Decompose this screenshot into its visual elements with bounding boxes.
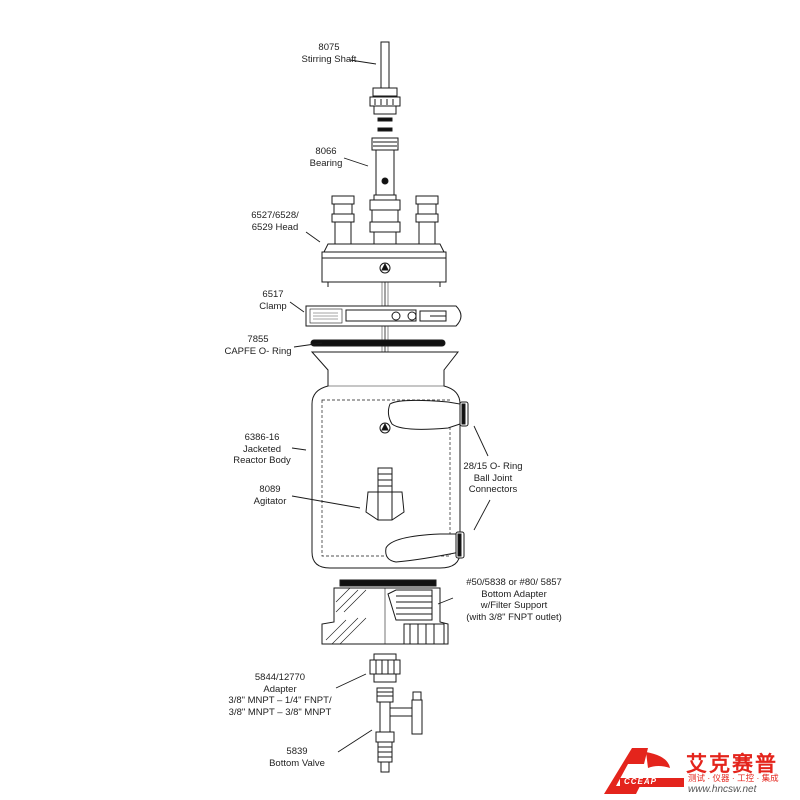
- brand-watermark: CCEAP 艾克赛普 测试 · 仪器 · 工控 · 集成 www.hncsw.n…: [598, 742, 798, 798]
- label-head: 6527/6528/6529 Head: [251, 210, 299, 233]
- brand-tagline: 测试 · 仪器 · 工控 · 集成: [688, 773, 779, 783]
- head-port-left: [331, 195, 355, 245]
- bearing: [371, 137, 399, 202]
- brand-name: 艾克赛普: [686, 752, 778, 776]
- shaft-oring-1: [377, 117, 393, 122]
- bottom-valve: [375, 687, 423, 773]
- stirring-shaft: [380, 41, 390, 91]
- clamp: [305, 305, 462, 327]
- jacketed-reactor-body: [310, 351, 469, 569]
- capfe-oring: [310, 339, 446, 347]
- shaft-nut: [369, 87, 401, 115]
- reactor-head: [321, 195, 447, 287]
- head-port-right: [415, 195, 439, 245]
- bottom-adapter: [321, 579, 449, 645]
- brand-logo-icon: [604, 748, 684, 794]
- leader-lines: [289, 59, 491, 753]
- brand-url: www.hncsw.net: [688, 784, 757, 795]
- shaft-oring-2: [377, 127, 393, 132]
- brand-badge: CCEAP: [624, 777, 658, 786]
- adapter-fitting: [369, 653, 401, 683]
- agitator: [365, 467, 405, 521]
- head-port-center: [369, 199, 401, 247]
